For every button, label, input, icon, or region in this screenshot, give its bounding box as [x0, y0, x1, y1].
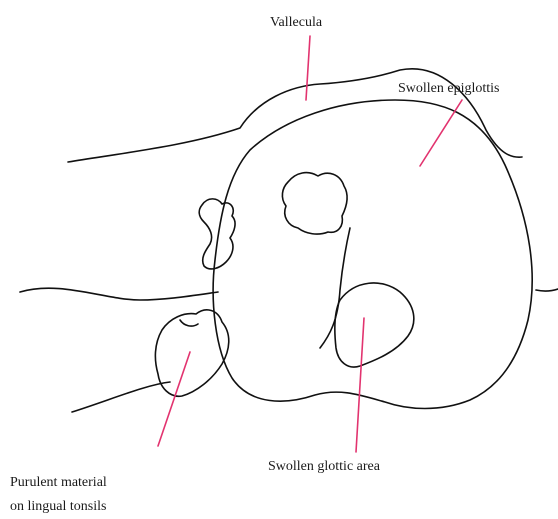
swollen-glottic-leader [356, 318, 364, 452]
label-vallecula: Vallecula [270, 15, 323, 30]
purulent-material-leader [158, 352, 190, 446]
left-irregular-patch [199, 199, 235, 269]
label-purulent-line2: on lingual tonsils [10, 499, 106, 514]
epiglottis-lesion-patch [282, 173, 347, 234]
swollen-glottic-lobe [335, 283, 414, 367]
swollen-epiglottis-mass [213, 100, 532, 409]
label-swollen-glottic-area: Swollen glottic area [268, 459, 381, 474]
right-lateral-contour [536, 289, 558, 291]
label-swollen-epiglottis: Swollen epiglottis [398, 81, 500, 96]
vallecula-leader [306, 36, 310, 100]
left-lower-contour [72, 382, 170, 412]
swollen-epiglottis-leader [420, 100, 462, 166]
left-lateral-contour-upper [20, 288, 218, 300]
tonsil-notch [180, 320, 198, 326]
label-purulent-line1: Purulent material [10, 475, 107, 490]
